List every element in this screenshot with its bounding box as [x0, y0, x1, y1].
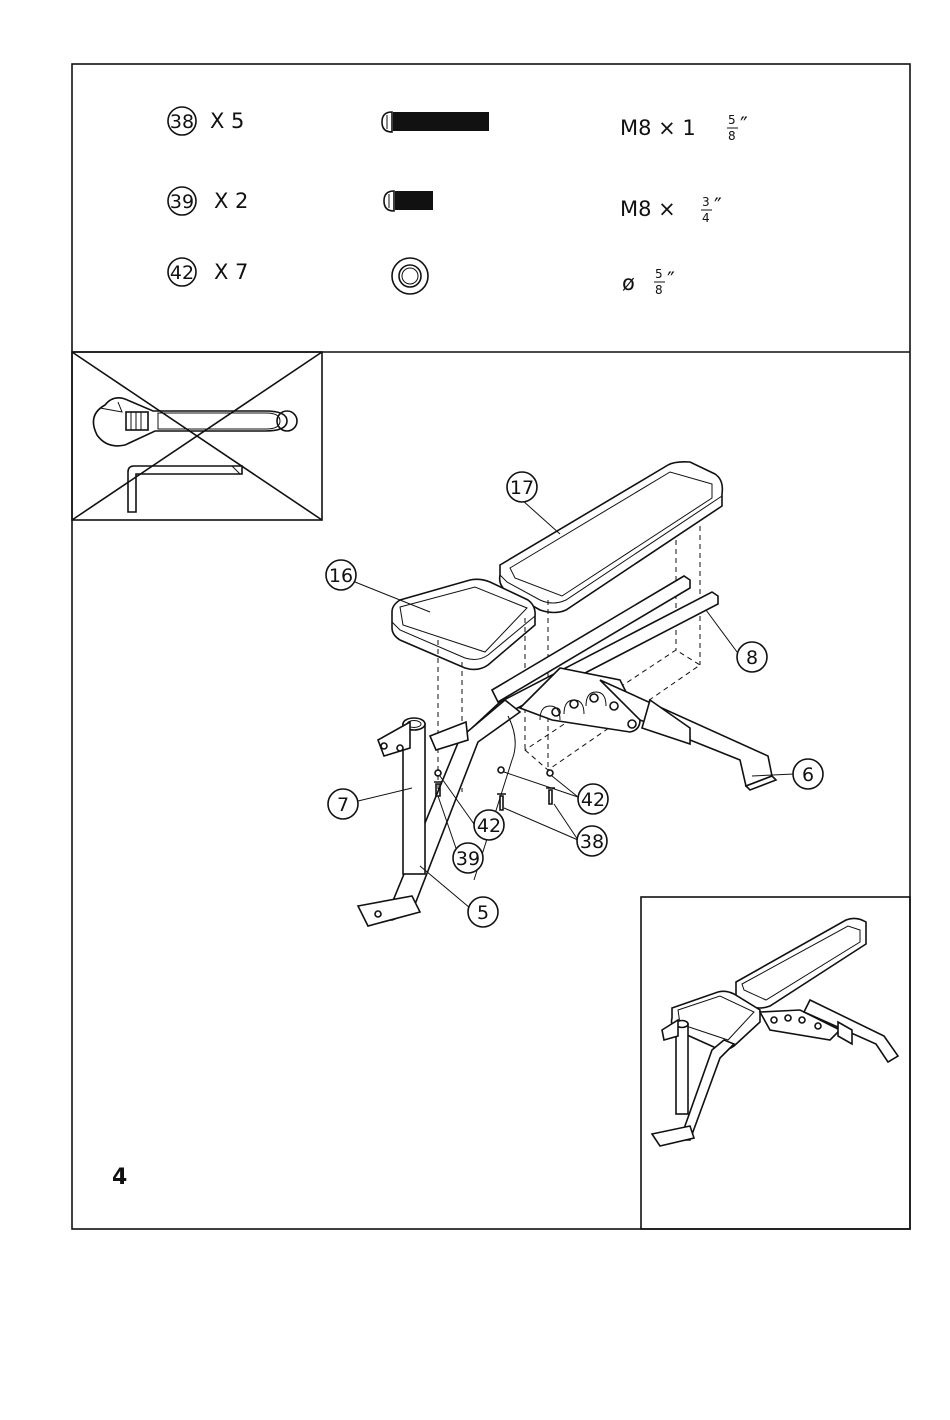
callout-5: 5: [477, 902, 489, 924]
exploded-bench-drawing: 17 16 8 7 6 42 42 38 39 5: [326, 462, 823, 927]
spec-39: M8 ×: [620, 197, 676, 221]
spec-38-unit: ″: [740, 113, 748, 137]
spec-39-unit: ″: [714, 194, 722, 218]
callout-42-left: 42: [477, 815, 501, 837]
spec-39-numerator: 3: [702, 195, 710, 209]
rear-stabilizer: [600, 680, 776, 790]
hex-key-icon: [128, 466, 242, 512]
part-number-42: 42: [170, 262, 194, 284]
spec-42: ø: [622, 271, 635, 295]
short-bolt-icon: [384, 191, 433, 211]
spec-38: M8 × 1: [620, 116, 696, 140]
spec-38-numerator: 5: [728, 113, 736, 127]
callout-38: 38: [580, 831, 604, 853]
callout-39: 39: [456, 848, 480, 870]
quantity-42: X 7: [214, 260, 248, 284]
part-number-38: 38: [170, 111, 194, 133]
step-number: 4: [112, 1165, 127, 1190]
spec-39-denominator: 4: [702, 211, 710, 225]
quantity-39: X 2: [214, 189, 248, 213]
tools-panel: [72, 352, 322, 520]
spec-42-numerator: 5: [655, 267, 663, 281]
adjustable-wrench-icon: [93, 398, 297, 446]
callout-42-right: 42: [581, 789, 605, 811]
hardware-row-39: 39 X 2 M8 × 3 4 ″: [168, 187, 722, 225]
long-bolt-icon: [382, 112, 489, 132]
hardware-row-38: 38 X 5 M8 × 1 5 8 ″: [168, 107, 748, 143]
callout-16: 16: [329, 565, 353, 587]
seat-pad: [392, 579, 535, 669]
hardware-row-42: 42 X 7 ø 5 8 ″: [168, 258, 675, 297]
assembled-bench-inset: [641, 897, 910, 1229]
callout-6: 6: [802, 764, 814, 786]
spec-42-unit: ″: [667, 268, 675, 292]
callout-8: 8: [746, 647, 758, 669]
callout-7: 7: [337, 794, 349, 816]
washer-icon: [392, 258, 428, 294]
spec-42-denominator: 8: [655, 283, 663, 297]
spec-38-denominator: 8: [728, 129, 736, 143]
quantity-38: X 5: [210, 109, 244, 133]
part-number-39: 39: [170, 191, 194, 213]
callout-17: 17: [510, 477, 534, 499]
